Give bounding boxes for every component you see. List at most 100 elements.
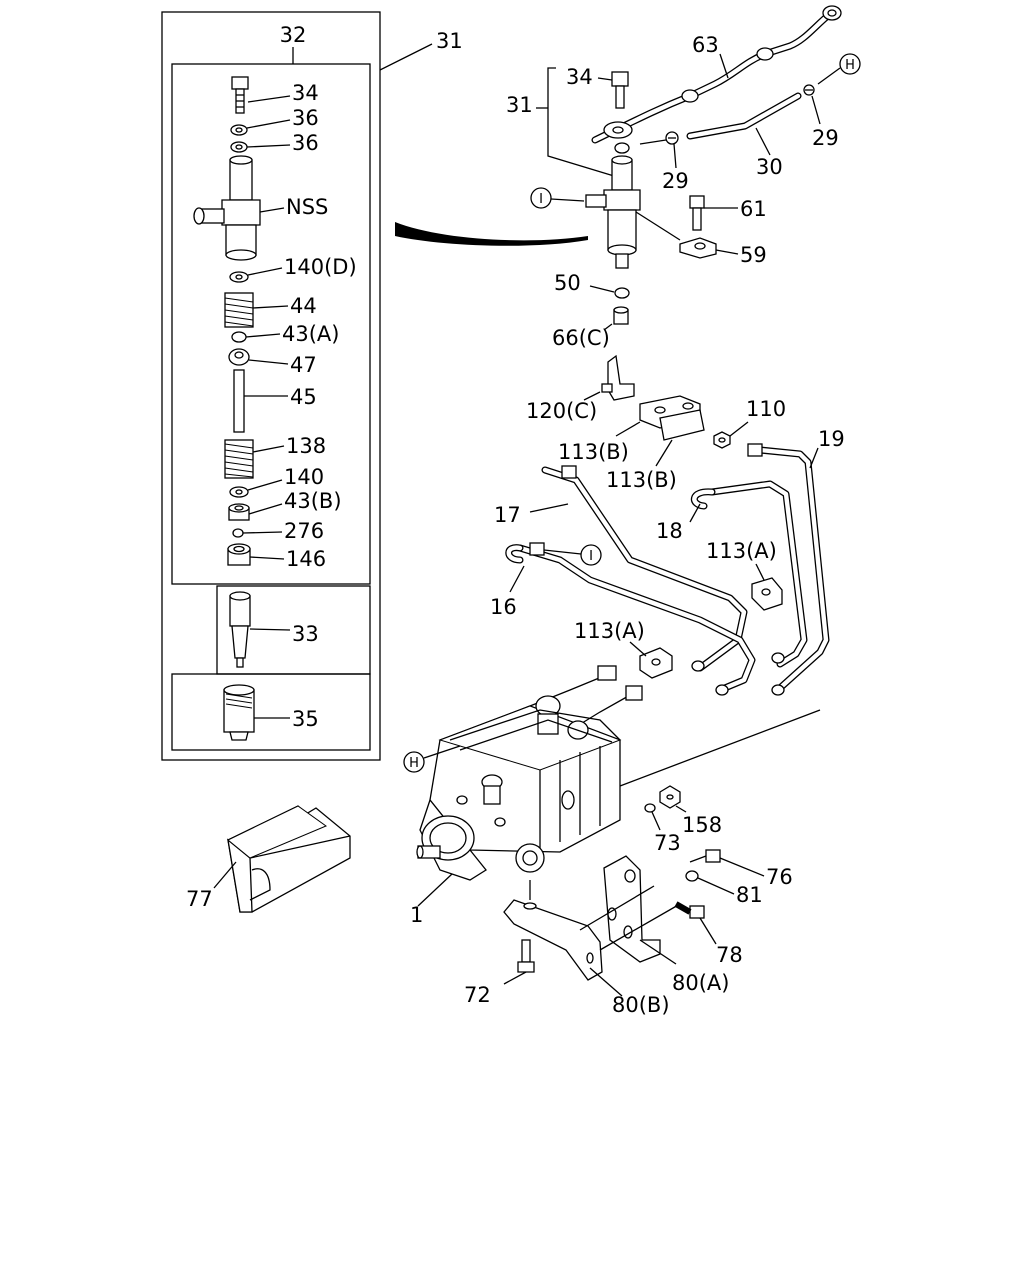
label-nss: NSS [286,195,328,219]
label-34-kit: 34 [292,81,319,105]
label-33: 33 [292,622,319,646]
label-43b: 43(B) [284,489,342,513]
label-45: 45 [290,385,317,409]
label-36b: 36 [292,131,319,155]
bolt-61 [689,195,705,231]
label-140d: 140(D) [284,255,357,279]
pin-276 [232,528,244,538]
label-146: 146 [286,547,326,571]
label-113b-2: 113(B) [606,468,677,492]
mounting-hardware: 73 158 76 81 78 [186,785,793,1017]
label-77: 77 [186,887,213,911]
label-31-mid: 31 [506,93,533,117]
hose-30 [686,92,802,140]
pushrod-45 [233,369,245,433]
kit-inner-frame [171,63,371,585]
marker-i-pipe [580,544,602,566]
label-29a: 29 [662,169,689,193]
nut-frame [171,673,371,751]
seat-43b [228,503,250,521]
clamp-113a-upper [751,577,783,611]
injector-assembly-area: 63 34 31 29 30 [506,5,861,492]
cap-66c [613,306,629,325]
label-47: 47 [290,353,317,377]
spring-138 [224,439,254,479]
marker-h-top-text: H [845,58,855,73]
label-113a-2: 113(A) [574,619,645,643]
label-80a: 80(A) [672,971,729,995]
retainer-146 [227,543,251,566]
label-36a: 36 [292,106,319,130]
o-ring-50 [614,287,630,299]
bolt-34 [231,76,249,114]
marker-i-pipe-text: I [589,549,593,564]
label-35: 35 [292,707,319,731]
label-30: 30 [756,155,783,179]
label-18: 18 [656,519,683,543]
label-138: 138 [286,434,326,458]
marker-i-mid [530,187,552,209]
washer-73 [644,803,656,813]
injector-holder-nss [193,155,261,261]
bolt-78 [674,901,705,919]
label-120c: 120(C) [526,399,597,423]
label-140: 140 [284,465,324,489]
bolt-34-top [611,71,629,109]
label-19: 19 [818,427,845,451]
spring-44 [224,292,254,328]
label-17: 17 [494,503,521,527]
clamp-59 [679,237,717,259]
bolt-72 [517,939,535,973]
shim-47 [228,348,250,366]
nozzle-nut-35 [223,684,255,741]
label-113a-1: 113(A) [706,539,777,563]
label-72: 72 [464,983,491,1007]
label-73: 73 [654,831,681,855]
label-34-top: 34 [566,65,593,89]
clamp-113b [639,395,705,441]
label-81: 81 [736,883,763,907]
label-1: 1 [410,903,423,927]
label-16: 16 [490,595,517,619]
block-77 [227,805,351,913]
injector-body [585,155,641,269]
label-110: 110 [746,397,786,421]
label-80b: 80(B) [612,993,670,1017]
bolt-76 [689,849,721,863]
label-29b: 29 [812,126,839,150]
injector-kit-panel: 32 31 34 36 36 NSS [161,11,463,761]
label-63: 63 [692,33,719,57]
label-78: 78 [716,943,743,967]
label-76: 76 [766,865,793,889]
label-61: 61 [740,197,767,221]
label-66c: 66(C) [552,326,610,350]
label-31-top: 31 [436,29,463,53]
clip-29b [803,84,815,96]
label-59: 59 [740,243,767,267]
label-113b-1: 113(B) [558,440,629,464]
label-276: 276 [284,519,324,543]
kit-outer-frame [161,11,381,761]
label-158: 158 [682,813,722,837]
label-44: 44 [290,294,317,318]
bracket-80a [603,855,661,963]
nut-110 [713,431,731,449]
marker-i-mid-text: I [539,192,543,207]
clip-29a [665,131,679,145]
injection-pipes: 19 18 17 I 16 11 [490,427,845,696]
nut-158 [659,785,681,809]
bracket-80b [503,899,603,981]
washer-81 [685,870,699,882]
marker-h-left-text: H [409,756,419,771]
bracket-120c [601,354,635,401]
marker-h-top [839,53,861,75]
marker-h-left [403,751,425,773]
clamp-113a-lower [639,647,673,679]
seat-43a [231,331,247,343]
label-43a: 43(A) [282,322,339,346]
nozzle-33 [229,591,251,668]
injection-pump-1 [416,665,643,881]
label-50: 50 [554,271,581,295]
assembly-swoosh [395,222,588,246]
